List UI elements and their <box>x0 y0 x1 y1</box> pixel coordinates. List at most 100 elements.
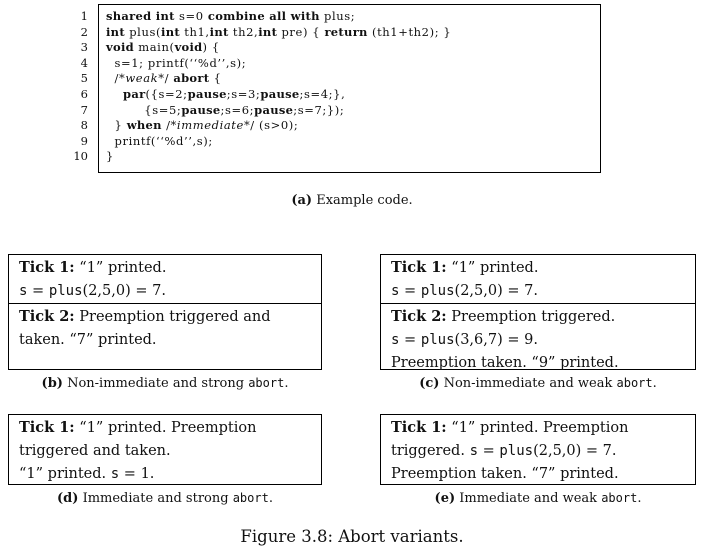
code-token: (th1+th2); } <box>367 24 452 39</box>
line-number: 6 <box>80 87 88 101</box>
code-func: plus <box>420 332 455 348</box>
code-token: printf(‘‘%d’’,s); <box>106 133 213 148</box>
code-token: weak <box>125 71 159 86</box>
line-number: 5 <box>80 71 88 86</box>
code-token: */ <box>158 71 174 86</box>
code-line: void main(void) { <box>106 40 220 56</box>
code-func: plus <box>499 443 534 459</box>
code-keyword: int <box>209 24 229 39</box>
code-token: /* <box>106 71 126 86</box>
code-var: s <box>19 283 28 299</box>
code-token: ;s=4;}, <box>299 87 346 101</box>
code-keyword: par <box>123 87 146 101</box>
tick-text: (3,6,7) = 9. <box>454 332 538 348</box>
code-token <box>106 87 123 101</box>
code-keyword: int <box>258 24 278 39</box>
code-token: ) { <box>202 40 220 55</box>
code-keyword: int <box>161 24 180 39</box>
tick-text: = <box>399 332 421 348</box>
subcaption-d: (d) Immediate and strong abort. <box>8 491 322 506</box>
line-number: 4 <box>80 55 88 70</box>
tick-label: Tick 1: <box>391 259 447 276</box>
code-keyword: abort <box>173 71 210 86</box>
tick-label: Tick 2: <box>391 308 447 325</box>
tick-text: “1” printed. Preemption <box>446 420 629 436</box>
code-token: /* <box>161 118 177 133</box>
tick2-segment: Tick 2: Preemption triggered and taken. … <box>9 303 321 352</box>
line-number: 3 <box>80 40 88 55</box>
code-line: {s=5;pause;s=6;pause;s=7;}); <box>106 103 344 119</box>
tick-label: Tick 2: <box>19 308 75 325</box>
code-keyword: int <box>106 24 125 39</box>
tick-text: = 1. <box>119 466 155 482</box>
tick-text: “1” printed. <box>74 260 167 276</box>
code-keyword: void <box>106 40 134 55</box>
code-func: plus <box>48 283 83 299</box>
line-number: 2 <box>80 24 88 39</box>
subcaption-code: abort <box>601 491 638 505</box>
subcaption-text: Example code. <box>316 193 413 208</box>
tick-label: Tick 1: <box>391 419 447 436</box>
tick-text: (2,5,0) = 7. <box>533 443 617 459</box>
subcaption-end: . <box>284 376 289 391</box>
code-token: ;s=7;}); <box>293 102 345 117</box>
code-token: th1, <box>180 24 210 39</box>
subcaption-c: (c) Non-immediate and weak abort. <box>380 376 696 391</box>
tick-text: Preemption taken. “9” printed. <box>391 355 619 371</box>
code-var: s <box>391 283 400 299</box>
code-token: main( <box>133 40 175 55</box>
panel-b: Tick 1: “1” printed. s = plus(2,5,0) = 7… <box>8 254 322 370</box>
code-keyword: combine all with <box>207 9 320 23</box>
line-number: 1 <box>80 9 88 23</box>
subcaption-tag: (b) <box>41 376 63 391</box>
tick-label: Tick 1: <box>19 259 75 276</box>
panel-d: Tick 1: “1” printed. Preemption triggere… <box>8 414 322 485</box>
subcaption-end: . <box>652 376 657 391</box>
panel-c: Tick 1: “1” printed. s = plus(2,5,0) = 7… <box>380 254 696 371</box>
tick-text: Preemption taken. “7” printed. <box>391 466 619 482</box>
figure-caption: Figure 3.8: Abort variants. <box>240 527 464 546</box>
line-number: 10 <box>73 149 88 164</box>
code-keyword: int <box>155 9 175 23</box>
tick-text: = <box>27 283 49 299</box>
code-var: s <box>391 332 400 348</box>
tick-text: (2,5,0) = 7. <box>82 283 166 299</box>
subcaption-end: . <box>637 491 642 506</box>
tick1-segment: Tick 1: “1” printed. s = plus(2,5,0) = 7… <box>9 255 321 303</box>
tick-text: “1” printed. <box>19 466 111 482</box>
tick-text: “1” printed. <box>446 260 539 276</box>
code-token: { <box>209 71 222 86</box>
subcaption-text: Immediate and weak <box>459 491 602 506</box>
code-keyword: pause <box>254 102 294 117</box>
code-keyword: when <box>126 118 162 133</box>
code-token: s=1; printf(‘‘%d’’,s); <box>106 55 247 70</box>
subcaption-text: Immediate and strong <box>82 491 233 506</box>
subcaption-code: abort <box>232 491 269 505</box>
code-token: plus( <box>124 24 162 39</box>
code-keyword: pause <box>260 87 300 101</box>
panel-e: Tick 1: “1” printed. Preemption triggere… <box>380 414 696 485</box>
subcaption-text: Non-immediate and strong <box>67 376 249 391</box>
tick-text: Preemption triggered and <box>74 309 271 325</box>
subcaption-b: (b) Non-immediate and strong abort. <box>8 376 322 391</box>
subcaption-end: . <box>268 491 273 506</box>
subcaption-code: abort <box>616 376 653 390</box>
tick1-segment: Tick 1: “1” printed. Preemption triggere… <box>381 415 695 486</box>
tick1-segment: Tick 1: “1” printed. s = plus(2,5,0) = 7… <box>381 255 695 303</box>
code-token: ({s=2; <box>145 87 188 101</box>
line-number: 7 <box>80 102 88 117</box>
tick-text: = <box>478 443 500 459</box>
tick-text: taken. “7” printed. <box>19 332 157 348</box>
line-number: 8 <box>80 118 88 133</box>
code-line: shared int s=0 combine all with plus; <box>106 9 355 25</box>
code-keyword: return <box>324 24 368 39</box>
code-token: */ (s>0); <box>243 118 299 133</box>
tick2-segment: Tick 2: Preemption triggered. s = plus(3… <box>381 303 695 375</box>
code-line: /*weak*/ abort { <box>106 71 222 87</box>
subcaption-tag: (c) <box>419 376 440 391</box>
subcaption-tag: (e) <box>434 491 456 506</box>
code-token: } <box>106 118 127 133</box>
code-listing-box <box>98 4 601 173</box>
code-token: ;s=3; <box>226 87 261 101</box>
code-line: } <box>106 149 114 165</box>
